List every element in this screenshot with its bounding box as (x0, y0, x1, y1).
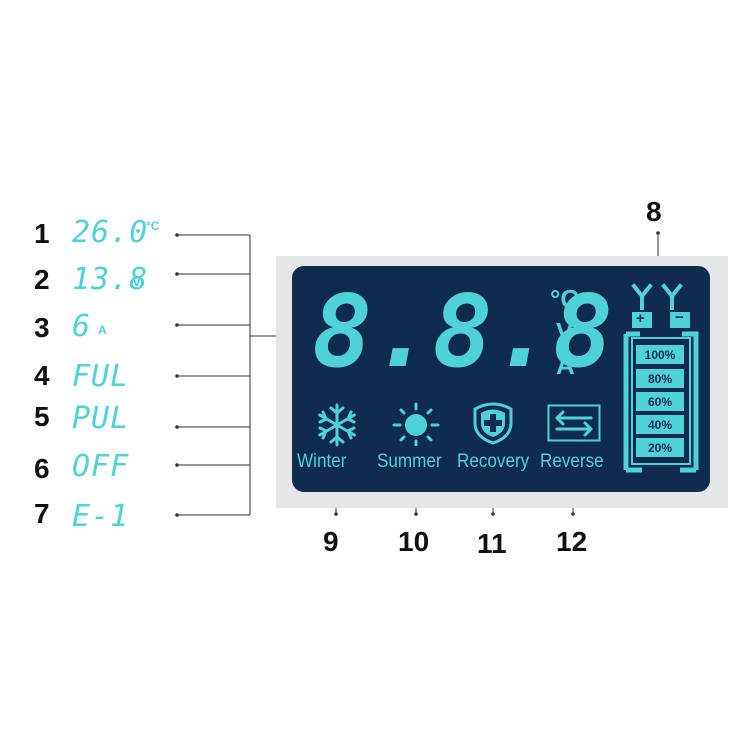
readout-unit: °C (146, 219, 160, 233)
readout-current: 6 (72, 309, 92, 344)
callout-number: 5 (34, 401, 50, 432)
sun-icon (392, 402, 440, 446)
snowflake-icon (318, 403, 356, 447)
battery-level-20: 20% (636, 438, 684, 457)
mode-label-summer: Summer (377, 451, 442, 472)
battery-level-80: 80% (636, 369, 684, 388)
unit-volt: V (556, 317, 574, 347)
battery-clamp-icon (631, 283, 683, 310)
callout-number: 2 (34, 264, 50, 295)
readout-full: FUL (72, 359, 130, 394)
battery-level-60: 60% (636, 392, 684, 411)
callout-number: 11 (477, 528, 507, 559)
reverse-arrows-icon (547, 404, 601, 442)
unit-celsius: °C (550, 284, 580, 314)
callout-number: 12 (556, 526, 588, 557)
callout-number: 10 (398, 526, 430, 557)
readout-off: OFF (72, 449, 130, 484)
readout-pulse: PUL (72, 401, 130, 436)
callout-number: 1 (34, 218, 50, 249)
readout-temperature: 26.0 (72, 215, 149, 250)
battery-plus: + (636, 310, 645, 327)
readout-unit: A (98, 323, 107, 337)
main-digits: 8.8.8 (312, 273, 614, 390)
callout-number: 4 (34, 360, 50, 391)
callout-number: 8 (646, 196, 662, 227)
shield-cross-icon (473, 402, 513, 445)
callout-number: 6 (34, 453, 50, 484)
readout-unit: V (132, 273, 142, 289)
battery-minus: − (675, 309, 684, 326)
callout-number: 7 (34, 498, 50, 529)
unit-amp: A (556, 350, 575, 380)
battery-level-40: 40% (636, 415, 684, 434)
readout-error: E-1 (72, 499, 130, 534)
battery-level-100: 100% (636, 345, 684, 364)
battery-icon (623, 312, 699, 473)
mode-label-reverse: Reverse (540, 451, 604, 472)
readout-voltage: 13.8 (72, 262, 149, 297)
callout-number: 3 (34, 312, 50, 343)
mode-label-winter: Winter (297, 451, 347, 472)
callout-number: 9 (323, 526, 339, 557)
mode-label-recovery: Recovery (457, 451, 530, 472)
